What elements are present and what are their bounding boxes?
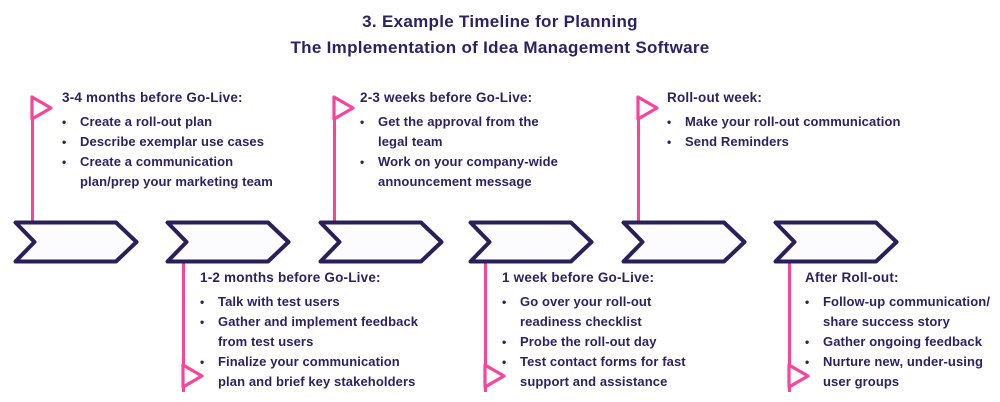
bullet-icon: • xyxy=(502,295,507,309)
bullet-icon: • xyxy=(805,335,810,349)
list-item: •Describe exemplar use cases xyxy=(62,132,285,152)
milestone-heading: 2-3 weeks before Go-Live: xyxy=(360,90,533,105)
list-item: •Create a roll-out plan xyxy=(62,112,285,132)
timeline-step-arrow-icon xyxy=(165,220,291,264)
milestone-bullet-list: •Get the approval from the legal team •W… xyxy=(360,112,563,192)
bullet-icon: • xyxy=(502,355,507,369)
flag-pole xyxy=(637,97,640,222)
milestone-1-week: 1 week before Go-Live: •Go over your rol… xyxy=(502,270,710,392)
list-item: •Finalize your communication plan and br… xyxy=(200,354,416,389)
bullet-icon: • xyxy=(667,135,672,149)
bullet-icon: • xyxy=(360,155,365,169)
flag-icon xyxy=(483,363,506,389)
list-item: •Get the approval from the legal team xyxy=(360,114,539,149)
timeline-step-arrow-icon xyxy=(318,220,444,264)
bullet-icon: • xyxy=(360,115,365,129)
list-item: •Test contact forms for fast support and… xyxy=(502,354,686,389)
bullet-icon: • xyxy=(62,155,67,169)
milestone-heading: 3-4 months before Go-Live: xyxy=(62,90,243,105)
milestone-1-2-months: 1-2 months before Go-Live: •Talk with te… xyxy=(200,270,424,392)
milestone-heading: 1-2 months before Go-Live: xyxy=(200,270,381,285)
milestone-bullet-list: •Make your roll-out communication •Send … xyxy=(667,112,925,152)
list-item: •Gather and implement feedback from test… xyxy=(200,314,419,349)
bullet-icon: • xyxy=(62,135,67,149)
title-line-1: 3. Example Timeline for Planning xyxy=(362,12,638,31)
bullet-icon: • xyxy=(805,295,810,309)
milestone-after-roll-out: After Roll-out: •Follow-up communication… xyxy=(805,270,995,392)
flag-pole xyxy=(333,97,336,222)
milestone-bullet-list: •Go over your roll-out readiness checkli… xyxy=(502,292,710,392)
milestone-bullet-list: •Talk with test users •Gather and implem… xyxy=(200,292,424,392)
flag-icon xyxy=(787,363,810,389)
timeline-step-arrow-icon xyxy=(621,220,747,264)
milestone-heading: 1 week before Go-Live: xyxy=(502,270,655,285)
bullet-icon: • xyxy=(62,115,67,129)
flag-pole xyxy=(484,260,487,392)
list-item: •Create a communication plan/prep your m… xyxy=(62,154,273,189)
milestone-roll-out-week: Roll-out week: •Make your roll-out commu… xyxy=(667,90,925,152)
list-item: •Send Reminders xyxy=(667,132,925,152)
bullet-icon: • xyxy=(667,115,672,129)
bullet-icon: • xyxy=(200,315,205,329)
flag-icon xyxy=(636,95,659,121)
bullet-icon: • xyxy=(502,335,507,349)
milestone-2-3-weeks: 2-3 weeks before Go-Live: •Get the appro… xyxy=(360,90,563,192)
list-item: •Probe the roll-out day xyxy=(502,332,710,352)
bullet-icon: • xyxy=(200,355,205,369)
list-item: •Work on your company-wide announcement … xyxy=(360,154,558,189)
diagram-title: 3. Example Timeline for Planning The Imp… xyxy=(0,9,1000,61)
list-item: •Nurture new, under-using user groups xyxy=(805,354,984,389)
milestone-3-4-months: 3-4 months before Go-Live: •Create a rol… xyxy=(62,90,285,192)
timeline-step-arrow-icon xyxy=(468,220,594,264)
milestone-heading: After Roll-out: xyxy=(805,270,899,285)
bullet-icon: • xyxy=(805,355,810,369)
milestone-bullet-list: •Follow-up communication/ share success … xyxy=(805,292,995,392)
flag-icon xyxy=(332,95,355,121)
list-item: •Go over your roll-out readiness checkli… xyxy=(502,294,652,329)
flag-pole xyxy=(31,97,34,222)
list-item: •Make your roll-out communication xyxy=(667,112,925,132)
flag-pole xyxy=(788,260,791,392)
milestone-bullet-list: •Create a roll-out plan •Describe exempl… xyxy=(62,112,285,192)
milestone-heading: Roll-out week: xyxy=(667,90,763,105)
list-item: •Gather ongoing feedback xyxy=(805,332,995,352)
timeline-step-arrow-icon xyxy=(13,220,139,264)
timeline-step-arrow-icon xyxy=(773,220,899,264)
list-item: •Follow-up communication/ share success … xyxy=(805,294,991,329)
title-line-2: The Implementation of Idea Management So… xyxy=(290,38,710,57)
flag-pole xyxy=(182,260,185,392)
flag-icon xyxy=(30,95,53,121)
list-item: •Talk with test users xyxy=(200,292,424,312)
flag-icon xyxy=(181,363,204,389)
bullet-icon: • xyxy=(200,295,205,309)
